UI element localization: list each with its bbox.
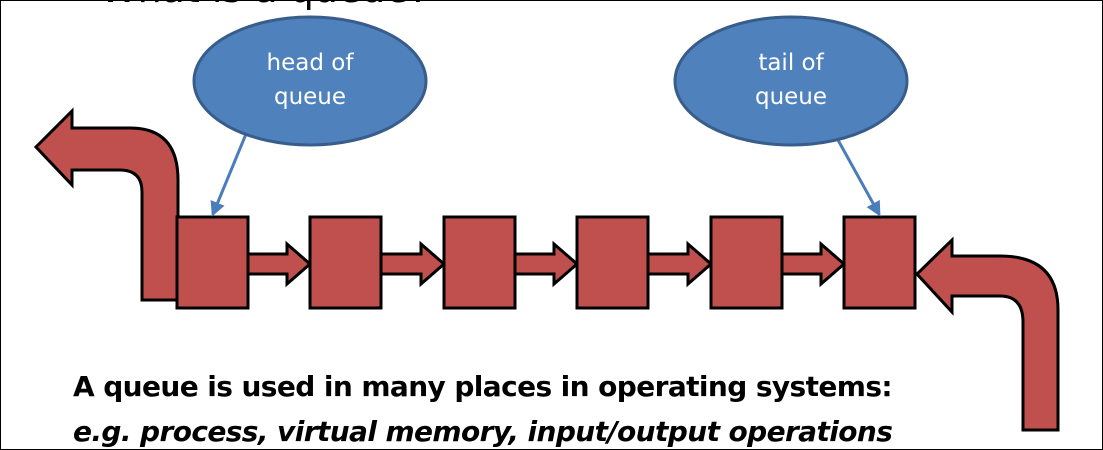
queue-node-2	[308, 215, 383, 310]
caption-heading: A queue is used in many places in operat…	[73, 370, 893, 403]
queue-node-5	[709, 215, 784, 310]
tail-bubble-line1: tail of	[758, 50, 824, 76]
head-pointer-line	[210, 133, 248, 217]
head-bubble	[192, 15, 428, 147]
link-arrow-2	[379, 240, 447, 288]
link-arrows	[246, 240, 847, 288]
head-bubble-line2: queue	[273, 84, 347, 110]
tail-pointer-line	[836, 139, 881, 217]
enqueue-arrow	[914, 236, 1060, 432]
queue-node-4	[575, 215, 650, 310]
queue-node-3	[442, 215, 517, 310]
link-arrow-3	[513, 240, 580, 288]
link-arrow-5	[780, 240, 847, 288]
link-arrow-1	[246, 240, 313, 288]
link-arrow-4	[646, 240, 714, 288]
dequeue-arrow	[33, 107, 180, 302]
caption-examples: e.g. process, virtual memory, input/outp…	[73, 415, 893, 448]
queue-nodes	[175, 215, 917, 310]
tail-bubble-label: tail of queue	[711, 46, 871, 114]
tail-bubble	[673, 15, 909, 147]
head-bubble-label: head of queue	[230, 46, 390, 114]
tail-bubble-line2: queue	[754, 84, 828, 110]
slide-title: What is a queue?	[100, 0, 429, 8]
head-bubble-line1: head of	[266, 50, 354, 76]
queue-node-6	[842, 215, 917, 310]
queue-node-1	[175, 215, 250, 310]
